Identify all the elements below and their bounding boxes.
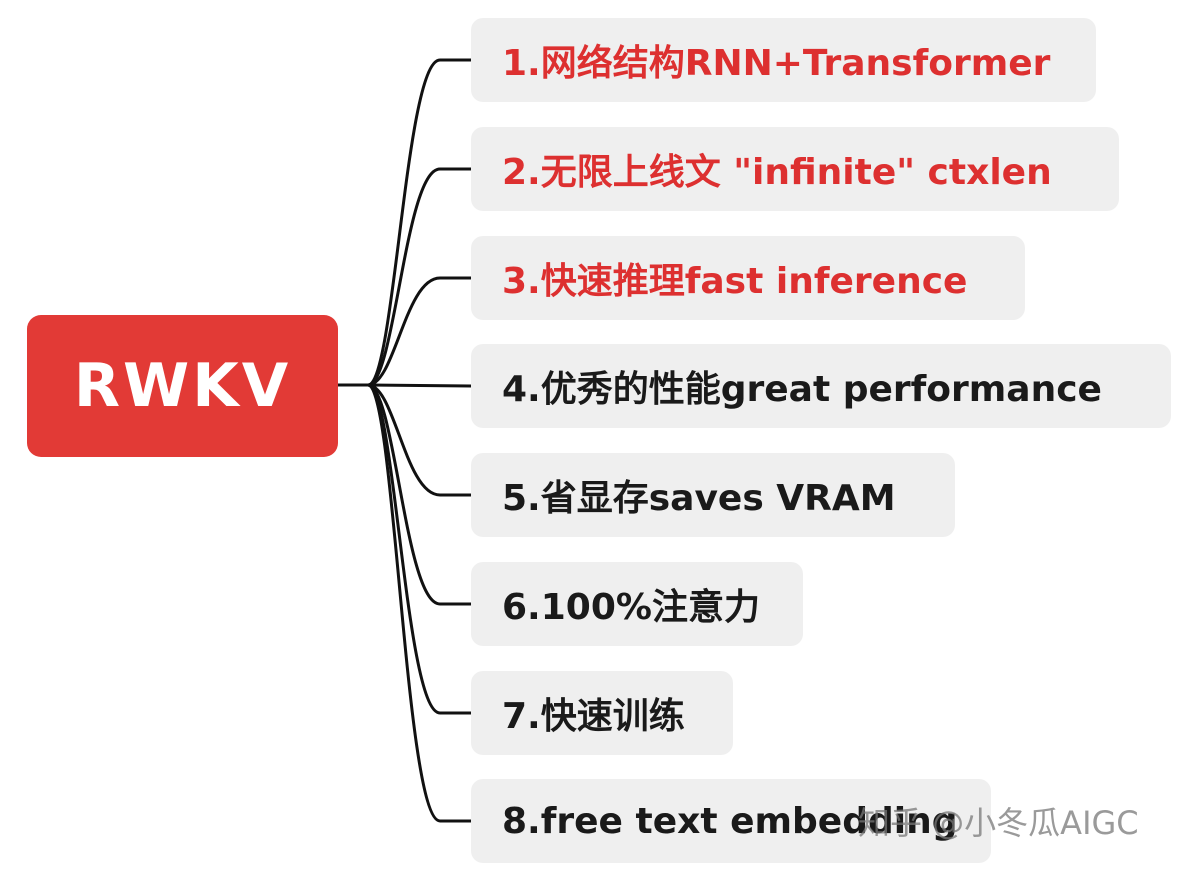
connector-2 [367, 167, 471, 387]
branch-node-8: 8.free text embedding [471, 779, 991, 863]
branch-node-2: 2.无限上线文 "infinite" ctxlen [471, 127, 1119, 211]
branch-node-4: 4.优秀的性能great performance [471, 344, 1171, 428]
connector-1 [367, 58, 471, 387]
root-node-rwkv: RWKV [27, 315, 338, 457]
connector-5 [367, 383, 471, 497]
watermark-text: 知乎 @小冬瓜AIGC [858, 804, 1139, 842]
branch-node-5: 5.省显存saves VRAM [471, 453, 955, 537]
branch-node-7: 7.快速训练 [471, 671, 733, 755]
connector-6 [367, 383, 471, 606]
connector-4 [367, 383, 472, 388]
branch-node-1: 1.网络结构RNN+Transformer [471, 18, 1096, 102]
branch-node-3: 3.快速推理fast inference [471, 236, 1025, 320]
branch-node-6: 6.100%注意力 [471, 562, 803, 646]
connector-8 [367, 383, 471, 823]
connector-3 [367, 276, 471, 387]
